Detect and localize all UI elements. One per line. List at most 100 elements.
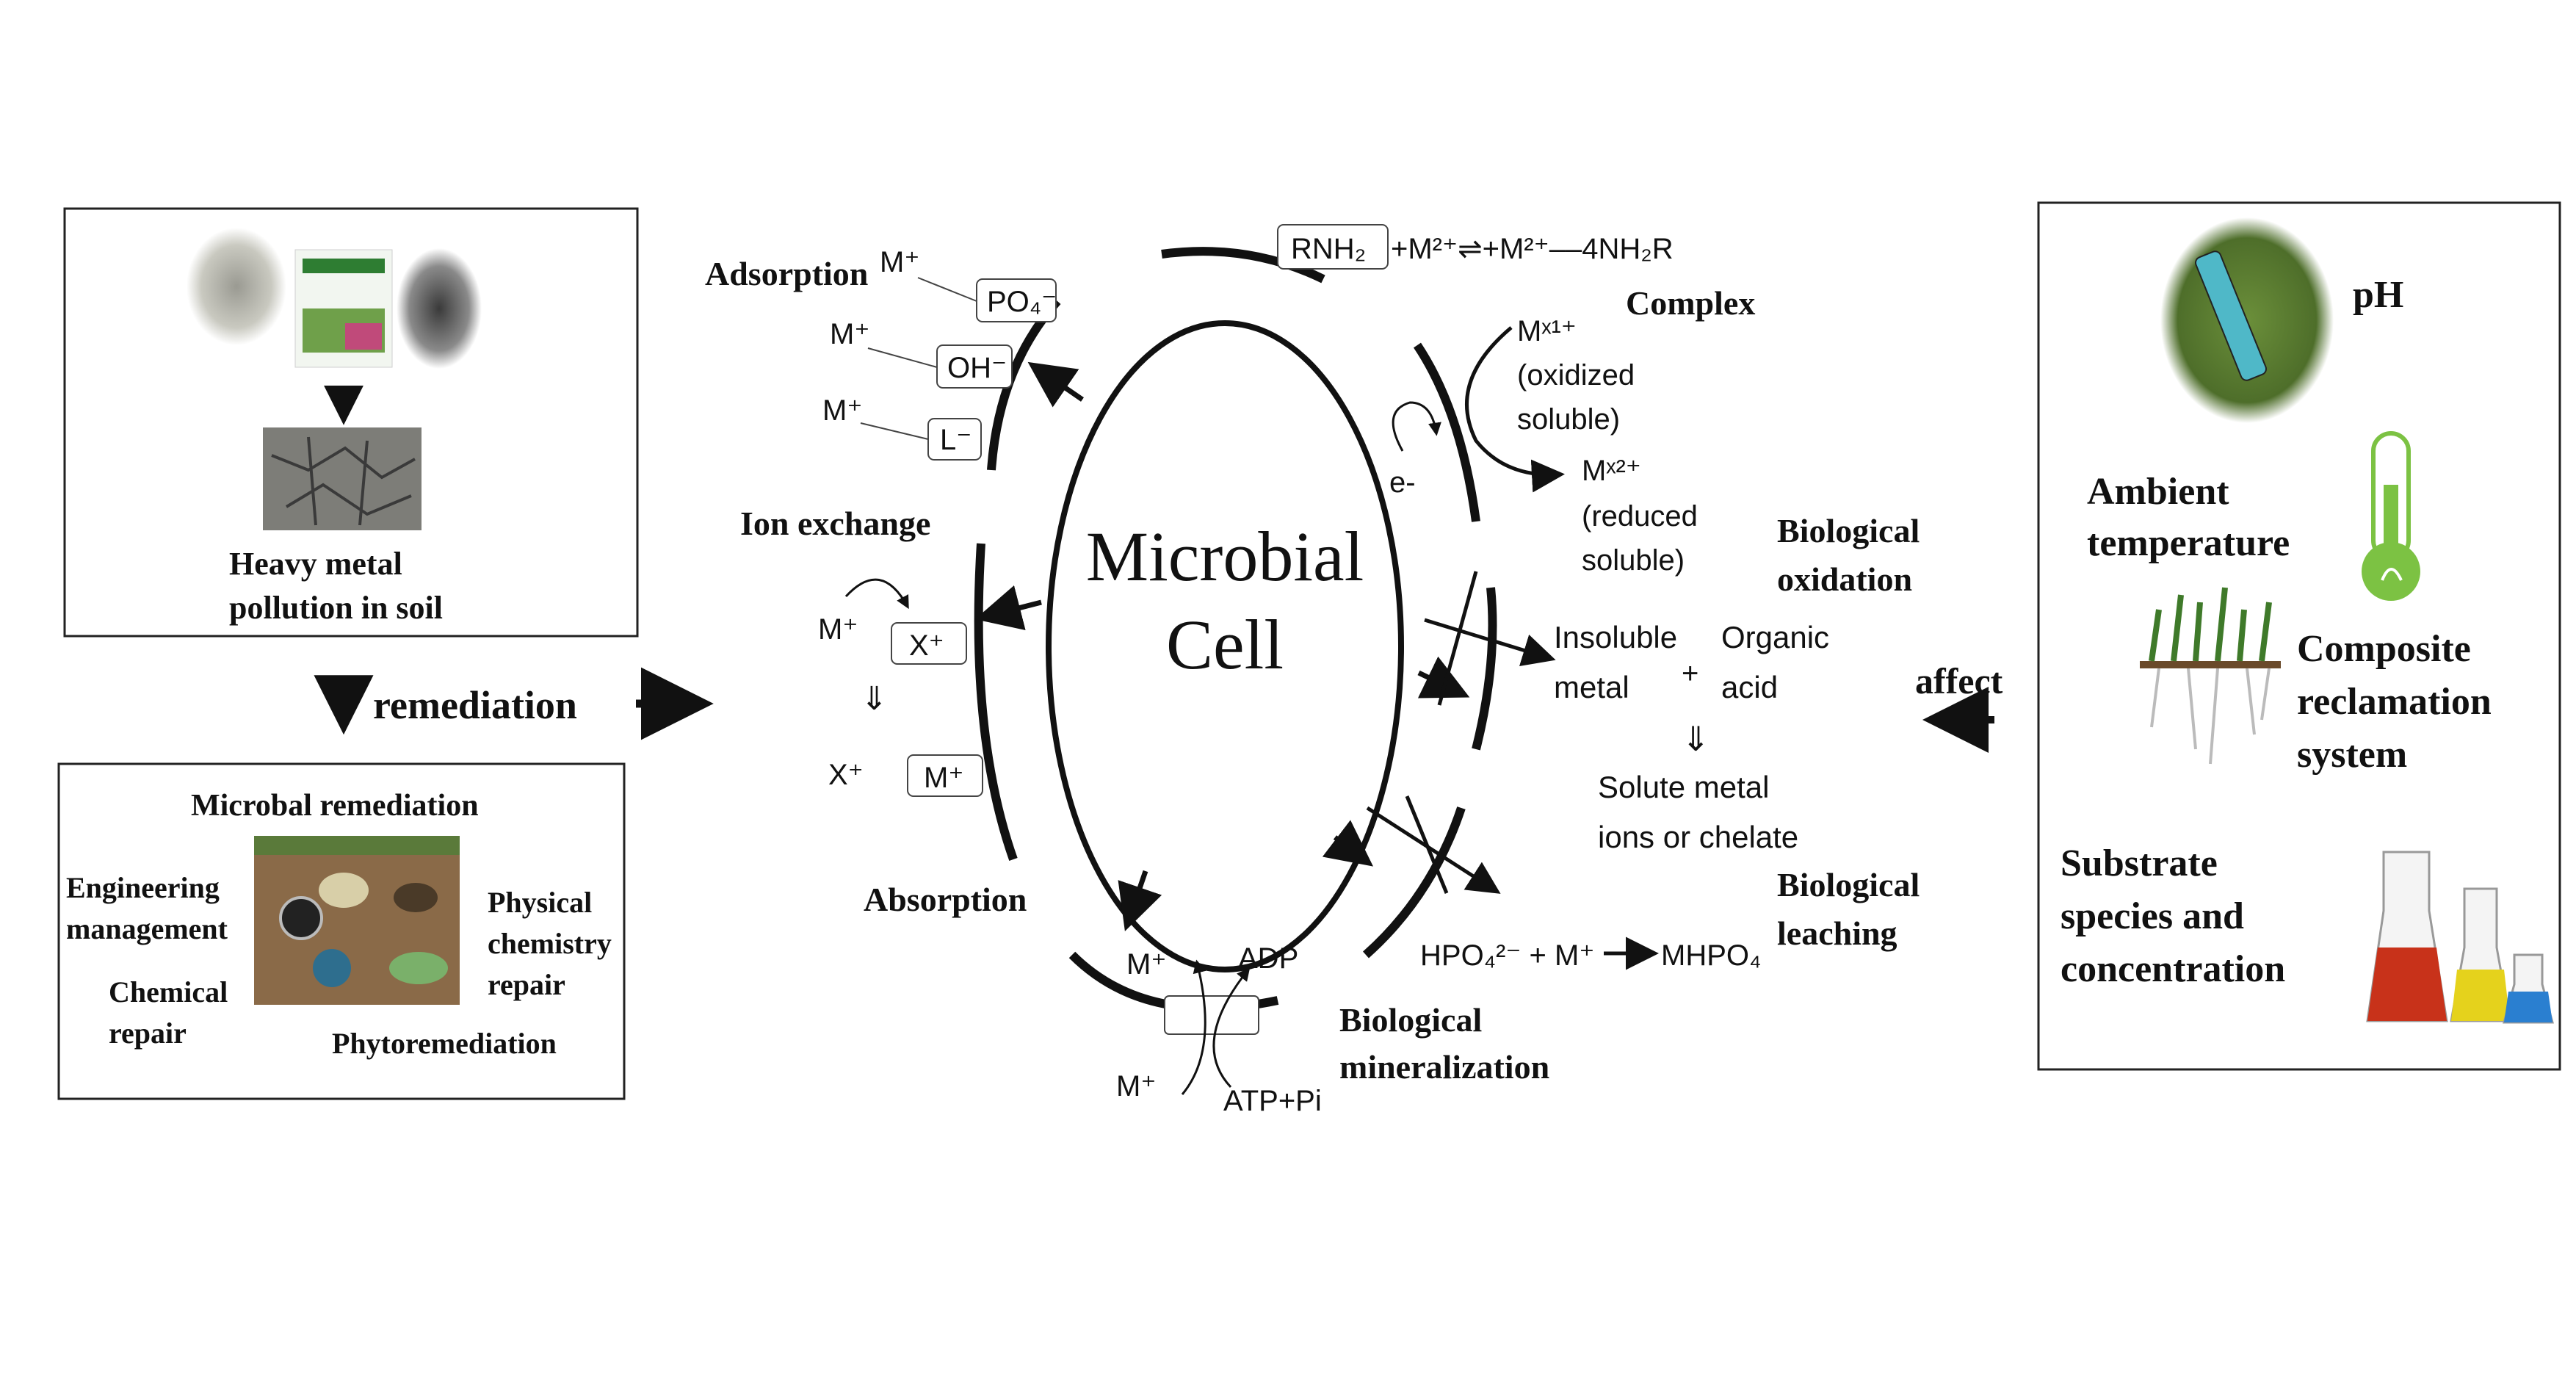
double-down-arrow-right: ⇓	[1682, 720, 1710, 758]
cell-title-line2: Cell	[1166, 605, 1284, 684]
label-bio-mineralization-line1: Biological	[1339, 1001, 1482, 1039]
hpo4-equation: HPO₄²⁻ + M⁺	[1420, 939, 1594, 972]
flasks-icon	[2366, 851, 2554, 1024]
grass-roots-icon	[2140, 587, 2281, 765]
factors-panel: pH Ambient temperature Composite reclama…	[2037, 201, 2561, 1071]
cell-title-line1: Microbial	[1086, 517, 1364, 596]
label-complex: Complex	[1626, 284, 1755, 322]
solute-line2: ions or chelate	[1598, 820, 1798, 854]
po4-site	[976, 278, 1057, 322]
arrow-insoluble-metal	[1424, 618, 1556, 666]
cracked-soil-photo	[263, 427, 422, 530]
arrow-to-mineralization	[1118, 870, 1162, 931]
wall-arc-complex	[1414, 342, 1480, 522]
reduced-line2: soluble)	[1582, 544, 1685, 577]
factor-substrate-line1: Substrate	[2061, 842, 2218, 884]
organic-line2: acid	[1721, 670, 1778, 704]
m-plus-pump-in: M⁺	[1116, 1070, 1156, 1102]
x-plus-site	[891, 622, 967, 665]
arrow-leaching-out	[1366, 806, 1501, 894]
remediation-flow: remediation	[314, 667, 714, 740]
arrow-to-adsorption	[1027, 361, 1084, 408]
factor-ph: pH	[2353, 274, 2403, 316]
rnh2-site	[1277, 224, 1389, 270]
arrow-to-ion-exchange	[974, 585, 1042, 630]
organic-line1: Organic	[1721, 620, 1829, 654]
method-physical-line1: Physical	[488, 886, 592, 919]
label-bio-leaching-line2: leaching	[1777, 914, 1897, 952]
label-bio-oxidation-line2: oxidation	[1777, 560, 1912, 598]
cross-line-oxidation	[1437, 571, 1478, 706]
m-plus-2: M⁺	[830, 318, 869, 350]
m-plus-exchange: M⁺	[818, 613, 858, 646]
redox-arrow	[1465, 326, 1565, 493]
x-plus-site-label: X⁺	[909, 629, 944, 662]
method-engineering-line1: Engineering	[66, 871, 220, 904]
l-label: L⁻	[940, 424, 972, 456]
arrow-to-leaching	[1322, 820, 1374, 867]
wall-arc-oxidation	[1472, 587, 1497, 751]
factor-composite-line1: Composite	[2297, 628, 2471, 670]
method-chemical-line1: Chemical	[109, 975, 228, 1008]
method-phyto: Phytoremediation	[332, 1027, 557, 1060]
pollution-panel-frame	[63, 207, 639, 638]
wall-arc-ion-exchange	[974, 543, 1018, 861]
wall-arc-leaching	[1363, 806, 1466, 959]
l-site	[927, 418, 982, 461]
cross-line-leaching	[1405, 795, 1449, 894]
complex-equation: +M²⁺⇌+M²⁺‒‒4NH₂R	[1391, 233, 1674, 265]
oh-label: OH⁻	[947, 352, 1007, 384]
remediation-label: remediation	[373, 683, 577, 727]
methods-title: Microbal remediation	[191, 789, 479, 823]
po4-label: PO₄⁻	[987, 286, 1057, 318]
label-adsorption: Adsorption	[705, 255, 868, 292]
method-chemical-line2: repair	[109, 1017, 187, 1050]
atpase-pump	[1164, 995, 1259, 1035]
cell-membrane	[1046, 320, 1404, 972]
plus-sign: +	[1682, 657, 1698, 690]
factor-temp-line2: temperature	[2087, 522, 2290, 564]
mx1-label: Mˣ¹⁺	[1517, 315, 1577, 347]
m-plus-1: M⁺	[880, 246, 919, 278]
fertilizer-photo-left	[187, 228, 286, 345]
m-plus-site	[907, 754, 983, 797]
method-physical-line2: chemistry	[488, 927, 612, 960]
label-bio-oxidation-line1: Biological	[1777, 512, 1920, 549]
rnh2-label: RNH₂	[1291, 233, 1366, 265]
method-engineering-line2: management	[66, 912, 228, 945]
wall-arc-top	[1161, 247, 1325, 284]
solute-line1: Solute metal	[1598, 770, 1769, 804]
factors-panel-frame	[2037, 201, 2561, 1071]
factor-substrate-line3: concentration	[2061, 948, 2285, 990]
factor-composite-line2: reclamation	[2297, 681, 2492, 723]
pollution-panel: Heavy metal pollution in soil	[63, 207, 639, 638]
pollution-title-line1: Heavy metal	[229, 546, 402, 582]
double-down-arrow-left: ⇓	[861, 681, 888, 717]
insoluble-line1: Insoluble	[1554, 620, 1677, 654]
oxidized-line2: soluble)	[1517, 403, 1620, 436]
methods-panel: Microbal remediation Engineering managem…	[57, 762, 626, 1100]
x-plus-released: X⁺	[828, 759, 864, 791]
label-absorption: Absorption	[864, 881, 1027, 918]
insoluble-line2: metal	[1554, 670, 1629, 704]
oh-site	[936, 344, 1013, 389]
label-bio-leaching-line1: Biological	[1777, 866, 1920, 903]
reduced-line1: (reduced	[1582, 500, 1698, 533]
factor-substrate-line2: species and	[2061, 895, 2244, 937]
soil-photo-right	[397, 248, 482, 369]
oxidized-line1: (oxidized	[1517, 359, 1635, 391]
factor-temp-line1: Ambient	[2087, 471, 2229, 513]
affect-flow: affect	[1915, 660, 2003, 753]
mx2-label: Mˣ²⁺	[1582, 455, 1641, 487]
m-plus-3: M⁺	[822, 394, 862, 427]
electron-label: e-	[1389, 466, 1416, 499]
method-physical-line3: repair	[488, 968, 565, 1001]
label-ion-exchange: Ion exchange	[740, 505, 930, 542]
arrow-to-oxidation	[1417, 656, 1470, 699]
atp-label: ATP+Pi	[1223, 1085, 1322, 1117]
ph-meter-icon	[2195, 250, 2267, 381]
thermometer-icon	[2362, 431, 2420, 601]
affect-label: affect	[1915, 660, 2003, 701]
factor-composite-line3: system	[2297, 734, 2407, 776]
